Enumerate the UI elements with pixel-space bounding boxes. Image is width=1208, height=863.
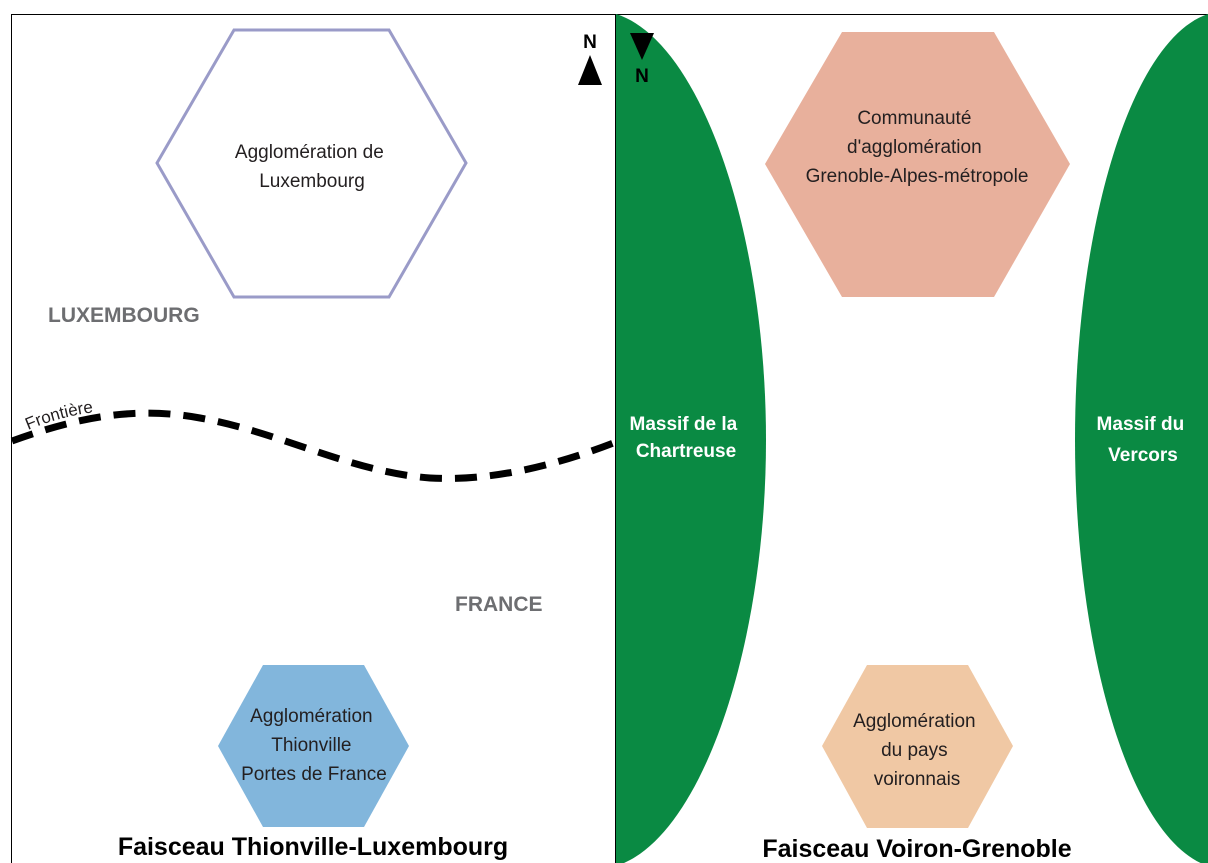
agglo-grenoble-label: Communauté d'agglomération Grenoble-Alpe… — [806, 108, 1029, 187]
agglo-luxembourg-line-1: Agglomération de — [235, 142, 384, 163]
agglo-thionville-line-1: Agglomération — [250, 706, 373, 727]
north-arrow-down-icon — [630, 33, 654, 60]
right-panel: Massif de la Chartreuse Massif du Vercor… — [615, 14, 1208, 863]
left-panel: Agglomération de Luxembourg LUXEMBOURG F… — [10, 14, 618, 863]
border-line — [10, 409, 618, 482]
massif-vercors-line-1: Massif du — [1097, 414, 1185, 435]
massif-chartreuse-label: Massif de la Chartreuse — [630, 414, 743, 462]
massif-vercors-label: Massif du Vercors — [1097, 414, 1190, 466]
agglo-grenoble-line-3: Grenoble-Alpes-métropole — [806, 166, 1029, 187]
agglo-voiron-line-2: du pays — [881, 740, 948, 761]
agglo-thionville-hexagon — [218, 665, 409, 827]
country-label-france: FRANCE — [455, 593, 543, 616]
agglo-thionville-label: Agglomération Thionville Portes de Franc… — [241, 706, 387, 785]
agglo-voiron-hexagon — [822, 665, 1013, 828]
agglo-grenoble-line-1: Communauté — [857, 108, 971, 129]
massif-chartreuse-line-2: Chartreuse — [636, 441, 736, 462]
massif-chartreuse-shape — [616, 14, 766, 863]
right-panel-title: Faisceau Voiron-Grenoble — [762, 835, 1071, 863]
agglo-luxembourg-hexagon — [155, 28, 468, 299]
agglo-thionville-line-2: Thionville — [271, 735, 351, 756]
right-panel-frame — [615, 14, 1208, 863]
massif-vercors-line-2: Vercors — [1108, 445, 1178, 466]
agglo-grenoble-hexagon — [765, 32, 1070, 297]
agglo-grenoble-line-2: d'agglomération — [847, 137, 982, 158]
agglo-luxembourg-label: Agglomération de Luxembourg — [235, 142, 389, 192]
massif-chartreuse-line-1: Massif de la — [630, 414, 738, 435]
north-label-right: N — [635, 66, 649, 87]
massif-vercors-shape — [1075, 14, 1208, 863]
agglo-voiron-label: Agglomération du pays voironnais — [853, 711, 981, 790]
agglo-voiron-line-1: Agglomération — [853, 711, 976, 732]
agglo-thionville-line-3: Portes de France — [241, 764, 387, 785]
agglo-voiron-line-3: voironnais — [874, 769, 961, 790]
agglo-luxembourg-line-2: Luxembourg — [259, 171, 365, 192]
north-label-left: N — [583, 32, 597, 53]
left-panel-title: Faisceau Thionville-Luxembourg — [118, 833, 508, 861]
country-label-luxembourg: LUXEMBOURG — [48, 304, 200, 327]
north-arrow-up-icon — [578, 55, 602, 85]
